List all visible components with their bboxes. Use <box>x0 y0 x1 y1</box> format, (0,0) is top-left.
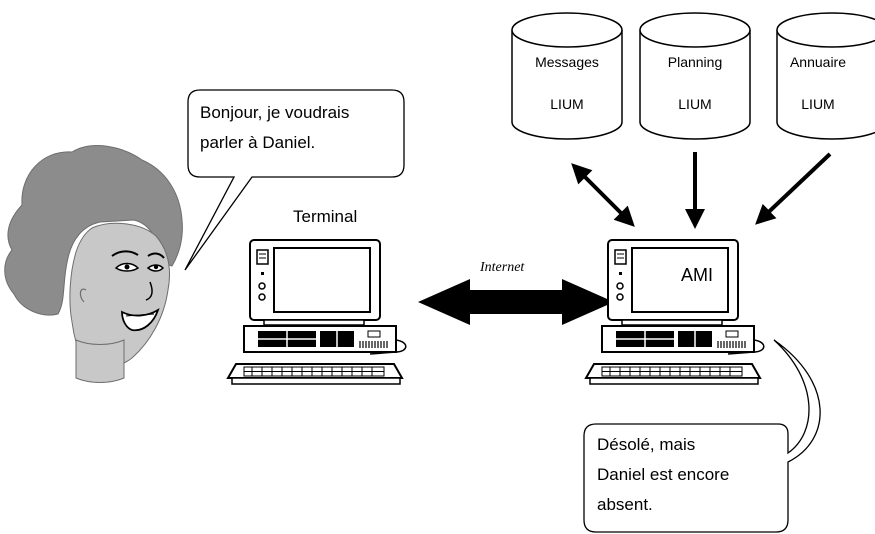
database-annuaire-name: Annuaire <box>789 54 847 70</box>
ami-speech-line-1: Désolé, mais <box>597 435 696 454</box>
ami-speech-text: Désolé, mais Daniel est encore absent. <box>597 430 729 520</box>
terminal-label: Terminal <box>293 207 358 226</box>
ami-screen-label: AMI <box>680 265 713 285</box>
ami-speech-line-2: Daniel est encore <box>597 465 730 484</box>
ami-speech-bubble <box>583 339 821 533</box>
internet-arrow <box>418 279 614 325</box>
ami-server-computer-icon <box>585 239 765 385</box>
database-planning <box>639 12 751 140</box>
user-speech-bubble <box>184 89 405 271</box>
terminal-computer-icon <box>227 239 407 385</box>
database-planning-name: Planning <box>667 54 723 70</box>
database-messages <box>511 12 623 140</box>
user-woman-icon <box>4 145 183 383</box>
database-planning-org: LIUM <box>678 96 712 112</box>
user-speech-line-2: parler à Daniel. <box>200 133 316 152</box>
database-messages-name: Messages <box>535 54 599 70</box>
database-annuaire <box>776 12 875 140</box>
ami-speech-line-3: absent. <box>597 495 653 514</box>
database-messages-org: LIUM <box>550 96 584 112</box>
arrow-messages-ami <box>571 163 635 227</box>
internet-label: Internet <box>480 260 525 275</box>
user-speech-line-1: Bonjour, je voudrais <box>200 103 350 122</box>
database-annuaire-org: LIUM <box>801 96 835 112</box>
user-speech-text: Bonjour, je voudrais parler à Daniel. <box>200 98 349 158</box>
arrow-annuaire-ami <box>755 152 832 225</box>
